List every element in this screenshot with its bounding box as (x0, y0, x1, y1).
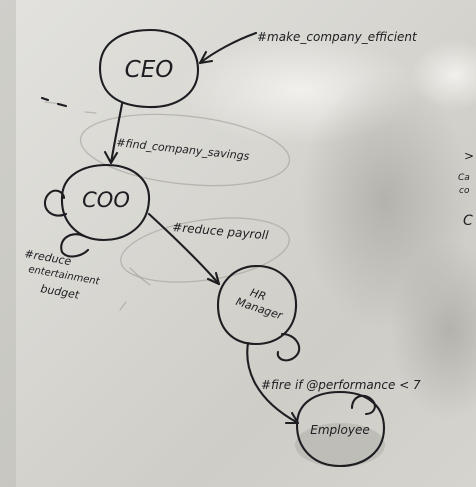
erased-ghost-marks (44, 101, 291, 311)
hr-self-loop (276, 332, 301, 362)
reduce-payroll-annotation: #reduce payroll (172, 220, 270, 242)
edge-text-2: co (459, 186, 470, 196)
employee-label: Employee (310, 423, 369, 437)
find-savings-annotation: #find_company_savings (116, 136, 251, 163)
make-efficient-annotation: #make_company_efficient (257, 30, 418, 44)
hr-to-employee-arrow (246, 341, 300, 425)
edge-text-4: C (463, 213, 473, 229)
ceo-label: CEO (125, 57, 174, 83)
fire-if-annotation: #fire if @performance < 7 (261, 378, 421, 392)
reduce-budget-line2: entertainment (27, 264, 101, 288)
edge-text-3: > (464, 149, 474, 163)
employee-node-circle (295, 390, 386, 468)
coo-to-hr-arrow (147, 212, 221, 286)
ceo-to-coo-arrow (103, 102, 124, 165)
hr-label-line1: HR (249, 286, 268, 303)
ceo-node-circle (98, 28, 200, 109)
employee-self-loop (350, 394, 376, 416)
coo-self-loop (43, 189, 68, 217)
edge-text-1: Ca (458, 173, 470, 183)
reduce-budget-line3: budget (39, 282, 80, 302)
make-efficient-arrow (198, 31, 258, 65)
hr-manager-node-circle (216, 264, 298, 346)
coo-self-loop-lower (60, 233, 90, 258)
coo-label: COO (82, 188, 130, 212)
dash-marks (40, 96, 68, 108)
